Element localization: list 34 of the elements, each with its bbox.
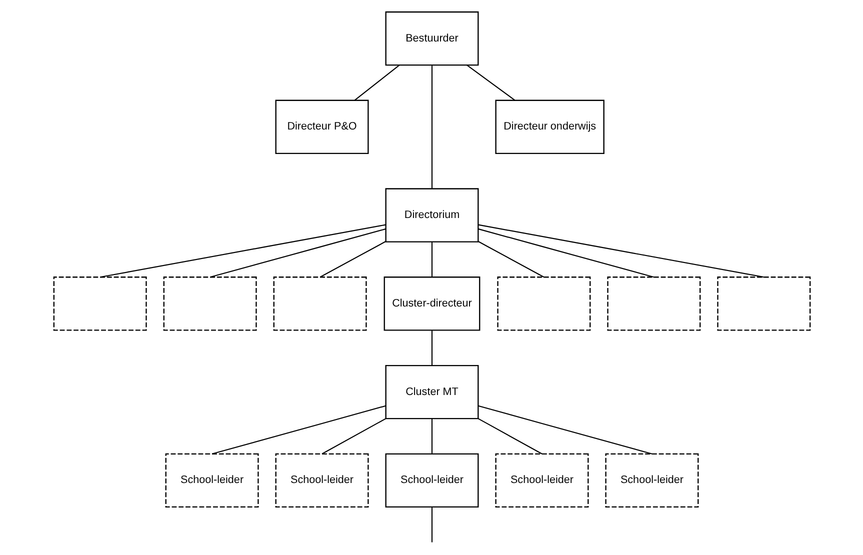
connector [478, 418, 542, 454]
connector [430, 507, 432, 542]
connector [430, 65, 432, 189]
node-box [496, 276, 590, 331]
connector [99, 224, 386, 278]
connector [478, 224, 764, 278]
connector [211, 405, 386, 454]
node-box: School-leider [604, 453, 698, 508]
node-box [716, 276, 810, 331]
node-box: Directeur P&O [274, 100, 368, 154]
node-box [606, 276, 700, 331]
node-box: School-leider [274, 453, 368, 508]
node-box: Cluster MT [384, 364, 478, 420]
node-box: School-leider [384, 453, 478, 508]
connector [430, 330, 432, 366]
node-box [52, 276, 146, 331]
connector [321, 418, 386, 454]
connector [477, 240, 544, 278]
connector [466, 64, 515, 101]
node-box: Directeur onderwijs [494, 100, 604, 154]
node-box: Directorium [384, 188, 478, 242]
node-box [272, 276, 366, 331]
connector [478, 405, 652, 454]
node-box: Bestuurder [384, 11, 478, 66]
node-box: Cluster-directeur [383, 276, 480, 331]
connector [430, 242, 432, 278]
node-box [162, 276, 256, 331]
node-box: School-leider [494, 453, 588, 508]
connector [319, 240, 386, 278]
connector [209, 228, 386, 278]
connector [430, 418, 432, 454]
node-box: School-leider [164, 453, 258, 508]
connector [354, 64, 400, 101]
connector [478, 228, 654, 278]
